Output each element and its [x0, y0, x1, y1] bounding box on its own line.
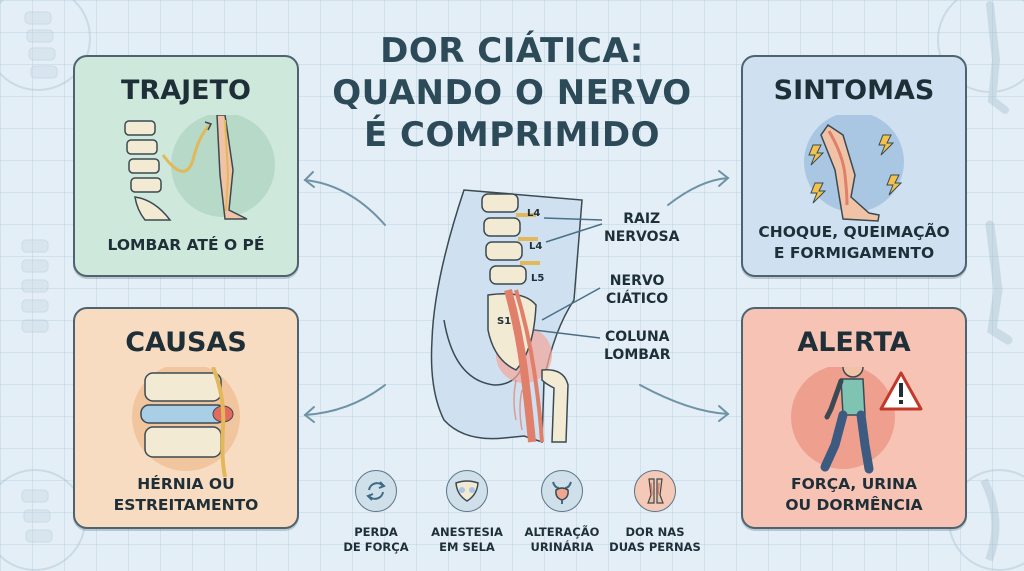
leg-deco-right-mid: [985, 220, 1013, 345]
card-title-alerta: ALERTA: [797, 327, 911, 358]
leader-line-nervo: [541, 287, 601, 321]
card-text-alerta: FORÇA, URINA OU DORMÊNCIA: [747, 474, 961, 516]
femur: [541, 369, 569, 443]
arrow-head-sintomas: [718, 170, 730, 187]
card-text-sintomas: CHOQUE, QUEIMAÇÃO E FORMIGAMENTO: [747, 222, 961, 264]
label-nervo-line-2: CIÁTICO: [606, 291, 669, 307]
card-causas: CAUSAS HÉRNIA OU ESTREITAMENTO: [73, 307, 299, 529]
arrow-head-trajeto: [303, 171, 315, 188]
alert-label-dor-line-1: DOR NAS: [625, 525, 685, 539]
sciatic-nerve: [504, 288, 536, 443]
alert-label-alteracao-line-1: ALTERAÇÃO: [524, 525, 600, 539]
card-title-sintomas: SINTOMAS: [773, 75, 935, 106]
card-title-causas: CAUSAS: [125, 327, 247, 358]
alert-sign-dor-nas-duas-pernas: DOR NAS DUAS PERNAS: [605, 470, 705, 555]
alert-label-alteracao-line-2: URINÁRIA: [530, 540, 594, 554]
leader-line-raiz: [543, 217, 603, 243]
vertebra: [483, 217, 521, 237]
card-text-alerta-line-1: FORÇA, URINA: [791, 475, 917, 493]
card-text-trajeto-line-1: LOMBAR ATÉ O PÉ: [107, 236, 265, 254]
leader-line-coluna: [533, 329, 601, 339]
label-raiz-nervosa: RAIZ NERVOSA: [604, 210, 679, 246]
label-nervo-line-1: NERVO: [609, 273, 665, 289]
card-text-causas-line-1: HÉRNIA OU: [137, 475, 235, 493]
label-raiz-line-1: RAIZ: [623, 211, 661, 227]
arrow-head-alerta: [718, 405, 730, 422]
title-line-3: É COMPRIMIDO: [363, 115, 661, 155]
bladder-icon: [541, 470, 583, 512]
card-trajeto: TRAJETO LOMBAR ATÉ O PÉ: [73, 55, 299, 277]
alert-label-dor-line-2: DUAS PERNAS: [609, 540, 701, 554]
main-title: DOR CIÁTICA: QUANDO O NERVO É COMPRIMIDO: [305, 30, 719, 156]
pelvis-icon: [446, 470, 488, 512]
vertebra: [489, 265, 527, 285]
card-text-sintomas-line-2: E FORMIGAMENTO: [773, 244, 935, 262]
herniated-disc-illustration: [132, 367, 240, 477]
card-alerta: ALERTA FORÇA, URINA OU DORMÊNCIA: [741, 307, 967, 529]
card-title-trajeto: TRAJETO: [121, 75, 251, 106]
card-text-alerta-line-2: OU DORMÊNCIA: [785, 496, 923, 514]
lumbar-spine-anatomy-illustration: [430, 189, 603, 444]
lightning-icon: [808, 144, 825, 166]
vertebra: [485, 241, 523, 261]
recycle-arrows-icon: [355, 470, 397, 512]
vertebra-label-l5: L5: [531, 273, 545, 284]
alert-label-perda-line-1: PERDA: [354, 525, 398, 539]
alert-sign-anestesia-em-sela: ANESTESIA EM SELA: [417, 470, 517, 555]
arrow-to-sintomas: [667, 177, 729, 206]
arrow-to-causas: [304, 384, 386, 416]
limping-person-illustration: [791, 367, 923, 474]
lightning-icon: [886, 174, 903, 196]
arrow-to-trajeto: [304, 179, 386, 226]
warning-icon: [879, 371, 923, 411]
card-text-causas-line-2: ESTREITAMENTO: [113, 496, 259, 514]
alert-label-perda-line-2: DE FORÇA: [343, 540, 409, 554]
vertebra-label-l4a: L4: [527, 208, 541, 219]
label-raiz-line-2: NERVOSA: [604, 229, 680, 245]
leg-pain-illustration: [804, 115, 904, 222]
arrow-to-alerta: [639, 384, 729, 415]
alert-label-anestesia-line-2: EM SELA: [439, 540, 495, 554]
lightning-icon: [810, 182, 827, 204]
alert-sign-perda-de-forca: PERDA DE FORÇA: [326, 470, 426, 555]
label-coluna-line-1: COLUNA: [605, 329, 670, 345]
legs-icon: [634, 470, 676, 512]
label-coluna-lombar: COLUNA LOMBAR: [604, 328, 671, 364]
alert-sign-alteracao-urinaria: ALTERAÇÃO URINÁRIA: [512, 470, 612, 555]
label-coluna-line-2: LOMBAR: [604, 347, 671, 363]
spine-deco-left-mid: [21, 239, 49, 333]
title-line-1: DOR CIÁTICA:: [380, 31, 644, 71]
card-text-causas: HÉRNIA OU ESTREITAMENTO: [79, 474, 293, 516]
alert-label-anestesia-line-1: ANESTESIA: [431, 525, 503, 539]
arrow-head-causas: [303, 406, 315, 423]
label-nervo-ciatico: NERVO CIÁTICO: [606, 272, 668, 308]
vertebra-label-l4b: L4: [529, 241, 543, 252]
spine-deco-top-left: [0, 0, 91, 91]
vertebra: [481, 193, 519, 213]
card-text-trajeto: LOMBAR ATÉ O PÉ: [79, 235, 293, 256]
lightning-icon: [878, 134, 895, 156]
spine-leg-path-illustration: [124, 115, 275, 221]
leg-deco-top-right: [937, 0, 1024, 114]
card-text-sintomas-line-1: CHOQUE, QUEIMAÇÃO: [758, 223, 950, 241]
card-sintomas: SINTOMAS CHOQUE, QUEIMAÇÃO E FORMIGAMENT…: [741, 55, 967, 277]
vertebra-label-s1: S1: [497, 316, 512, 327]
title-line-2: QUANDO O NERVO: [332, 73, 692, 113]
